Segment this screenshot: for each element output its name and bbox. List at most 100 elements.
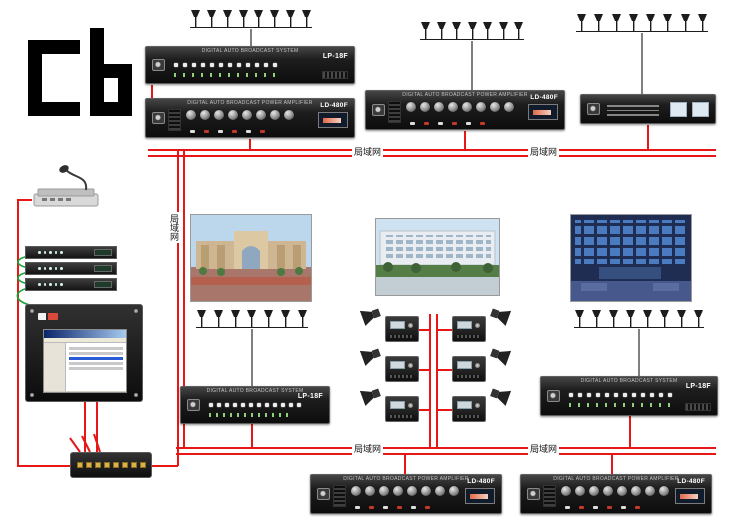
led-row [569, 393, 672, 397]
led-indicator [578, 393, 582, 397]
speaker-row-mid-right [574, 306, 704, 328]
volume-knob [504, 102, 514, 112]
window-titlebar [44, 330, 126, 338]
led-indicator [225, 403, 229, 407]
brand-badge-icon [187, 399, 200, 411]
horn-speaker-icon [608, 310, 619, 327]
volume-knob [407, 486, 417, 496]
tick-mark [210, 73, 212, 77]
workstation-logo-mark [38, 313, 58, 320]
volume-knob [406, 102, 416, 112]
tick-row [209, 413, 288, 417]
horn-speaker-icon [451, 22, 462, 39]
horn-speaker-icon [467, 22, 478, 39]
tick-mark [255, 73, 257, 77]
panel-button [410, 122, 415, 125]
led-indicator [43, 267, 46, 270]
horn-speaker-icon [420, 22, 431, 39]
speaker-row-top-left [190, 6, 312, 28]
tick-mark [632, 403, 634, 407]
horn-speaker-icon [246, 310, 257, 327]
volume-knob [393, 486, 403, 496]
led-indicator [289, 403, 293, 407]
led-indicator [43, 251, 46, 254]
software-screenshot [43, 329, 127, 393]
tick-mark [569, 403, 571, 407]
device-header: DIGITAL AUTO BROADCAST SYSTEM [206, 388, 304, 394]
volume-knob [420, 102, 430, 112]
led-indicator [60, 251, 63, 254]
model-label: LP-18F [322, 53, 348, 60]
wall-horn-speaker-icon [487, 343, 512, 367]
tick-mark [272, 413, 274, 417]
horn-speaker-icon [513, 22, 524, 39]
speaker-row-mid-left [196, 306, 308, 328]
led-row [174, 63, 277, 67]
horn-speaker-icon [611, 14, 622, 31]
vent-grill [333, 485, 346, 507]
panel-button [397, 506, 402, 509]
lan-label: 局域网 [352, 147, 384, 158]
tick-mark [279, 413, 281, 417]
knob-row [351, 486, 459, 496]
led-indicator [54, 283, 57, 286]
panel-button [218, 130, 223, 133]
panel-button [260, 130, 265, 133]
tick-mark [219, 73, 221, 77]
volume-knob [561, 486, 571, 496]
photo-school-building [375, 218, 500, 296]
model-label: LP-18F [685, 383, 711, 390]
volume-knob [617, 486, 627, 496]
panel-button [383, 506, 388, 509]
led-row [38, 283, 63, 286]
panel-button [438, 122, 443, 125]
horn-speaker-icon [697, 14, 708, 31]
preamp-unit [25, 262, 117, 275]
model-label: LD-480F [320, 102, 348, 109]
horn-speaker-icon [222, 10, 233, 27]
wall-horn-speaker-icon [359, 303, 385, 327]
led-row [38, 251, 63, 254]
horn-speaker-icon [297, 310, 308, 327]
volume-knob [186, 110, 196, 120]
port-row [77, 462, 146, 468]
tick-mark [623, 403, 625, 407]
ip-speaker-module [452, 396, 486, 422]
volume-knob [603, 486, 613, 496]
horn-speaker-icon [238, 10, 249, 27]
horn-speaker-icon [190, 10, 201, 27]
preamp-unit [25, 246, 117, 259]
led-indicator [596, 393, 600, 397]
model-label: LD-480F [677, 478, 705, 485]
vent-grill [543, 485, 556, 507]
vent-grill [388, 101, 401, 123]
button-row [565, 506, 640, 509]
ip-speaker-module [385, 396, 419, 422]
led-indicator [210, 63, 214, 67]
vent-grill [168, 109, 181, 131]
screw-icon [134, 309, 138, 313]
led-indicator [237, 63, 241, 67]
tick-mark [192, 73, 194, 77]
preamp-unit [25, 278, 117, 291]
led-indicator [38, 267, 41, 270]
brand-badge-icon [317, 488, 330, 500]
tick-mark [201, 73, 203, 77]
panel-button [452, 122, 457, 125]
led-indicator [668, 393, 672, 397]
tick-mark [641, 403, 643, 407]
ip-speaker-module [452, 356, 486, 382]
horn-speaker-icon [642, 310, 653, 327]
ethernet-port [140, 462, 146, 468]
ip-speaker-module [452, 316, 486, 342]
volume-knob [476, 102, 486, 112]
tick-mark [650, 403, 652, 407]
volume-knob [228, 110, 238, 120]
horn-speaker-icon [659, 310, 670, 327]
screw-icon [134, 393, 138, 397]
volume-knob [462, 102, 472, 112]
panel-button [466, 122, 471, 125]
led-indicator [614, 393, 618, 397]
broadcast-host-mid-left: DIGITAL AUTO BROADCAST SYSTEM LP-18F [180, 386, 330, 424]
